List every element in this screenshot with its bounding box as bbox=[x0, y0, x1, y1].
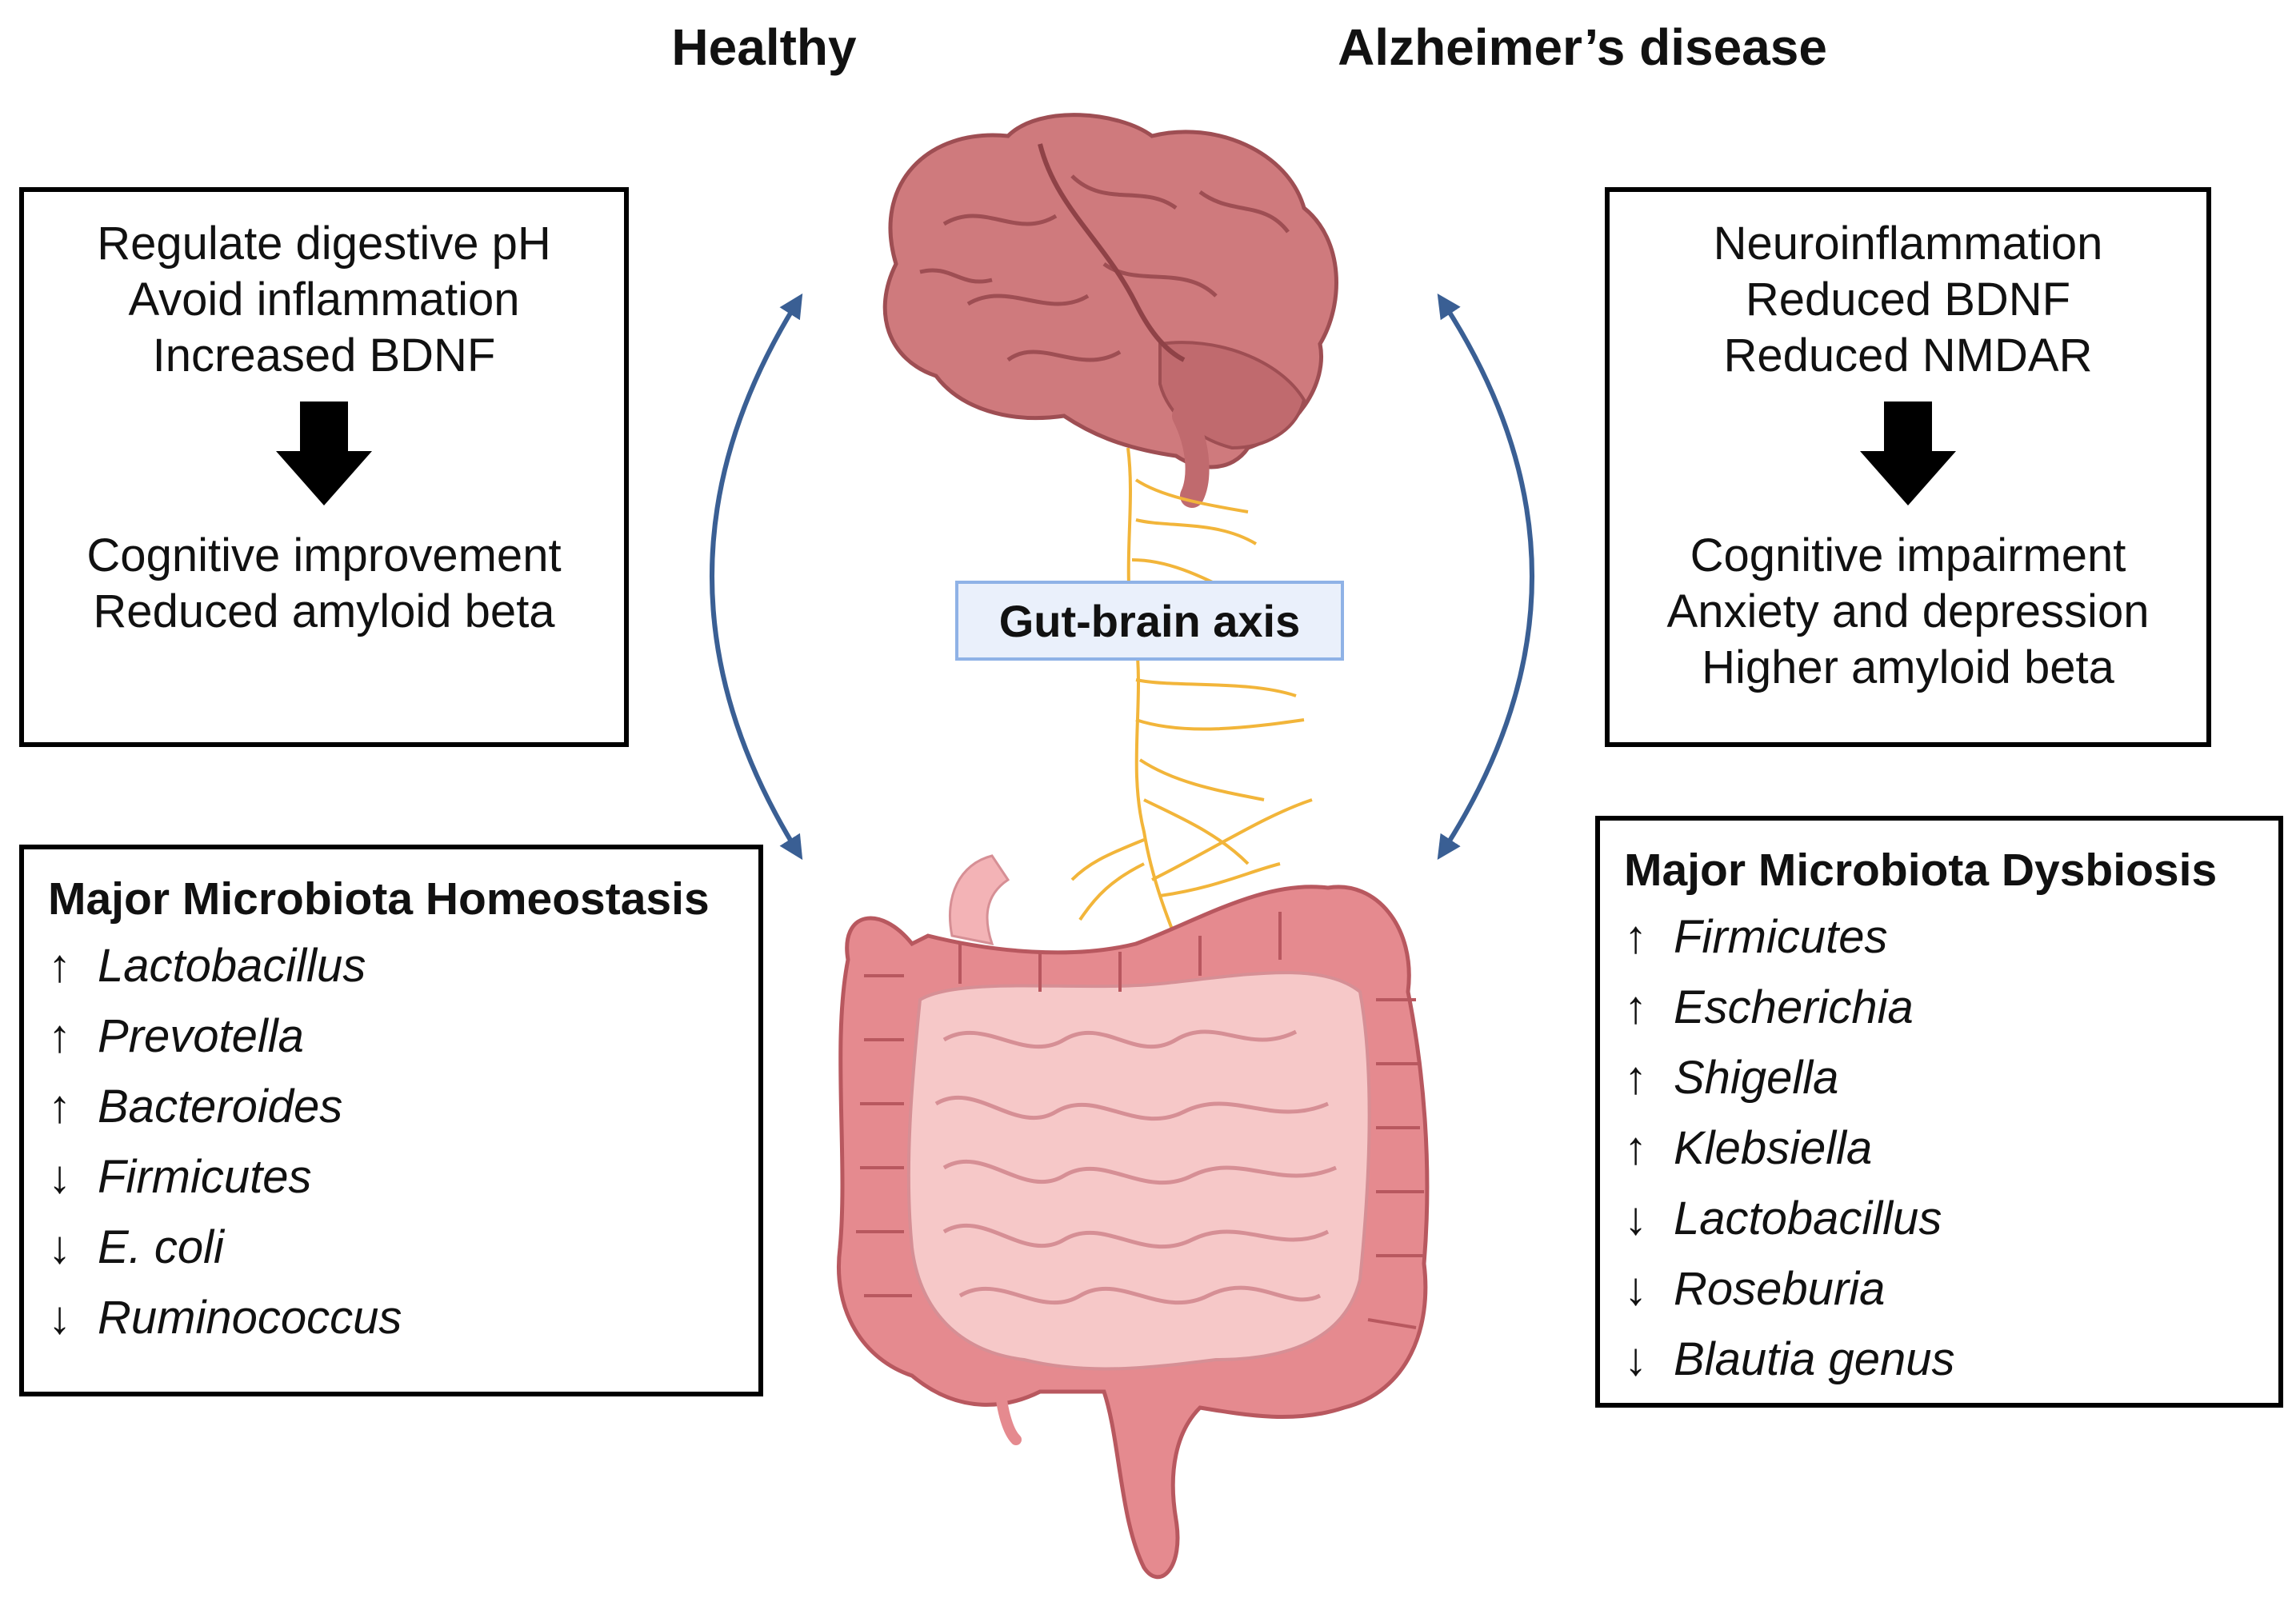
direction-arrow-icon: ↑ bbox=[1624, 981, 1647, 1033]
title-healthy: Healthy bbox=[671, 18, 857, 76]
list-item: ↑ Firmicutes bbox=[1624, 902, 2278, 973]
taxon-name: Prevotella bbox=[98, 1010, 304, 1062]
healthy-microbiota-list: ↑Lactobacillus ↑Prevotella ↑Bacteroides … bbox=[48, 931, 758, 1353]
healthy-cause-2: Avoid inflammation bbox=[128, 274, 520, 326]
list-item: ↑ Prevotella bbox=[48, 1001, 758, 1072]
direction-arrow-icon: ↓ bbox=[48, 1221, 71, 1273]
curved-double-arrow-icon bbox=[710, 293, 803, 861]
down-arrow-icon bbox=[276, 402, 372, 505]
brain-illustration bbox=[882, 113, 1338, 508]
ad-effects-box: Neuroinflammation Reduced BDNF Reduced N… bbox=[1605, 187, 2211, 747]
healthy-cause-1: Regulate digestive pH bbox=[97, 218, 551, 270]
list-item: ↑ Klebsiella bbox=[1624, 1113, 2278, 1184]
taxon-name: Blautia genus bbox=[1674, 1333, 1955, 1385]
ad-cause-3: Reduced NMDAR bbox=[1723, 330, 2093, 382]
ad-causes: Neuroinflammation Reduced BDNF Reduced N… bbox=[1610, 216, 2206, 384]
curved-double-arrow-icon bbox=[1437, 293, 1534, 861]
taxon-name: Escherichia bbox=[1674, 981, 1914, 1033]
healthy-outcomes: Cognitive improvement Reduced amyloid be… bbox=[24, 528, 624, 640]
direction-arrow-icon: ↓ bbox=[48, 1151, 71, 1203]
taxon-name: Bacteroides bbox=[98, 1081, 343, 1133]
ad-outcome-1: Cognitive impairment bbox=[1690, 529, 2126, 581]
gut-brain-axis-label: Gut-brain axis bbox=[955, 581, 1344, 661]
direction-arrow-icon: ↑ bbox=[48, 1010, 71, 1062]
list-item: ↑ Escherichia bbox=[1624, 973, 2278, 1043]
healthy-outcome-2: Reduced amyloid beta bbox=[93, 585, 555, 637]
list-item: ↓ Ruminococcus bbox=[48, 1283, 758, 1353]
direction-arrow-icon: ↑ bbox=[1624, 911, 1647, 963]
title-alzheimers: Alzheimer’s disease bbox=[1338, 18, 1827, 76]
list-item: ↓ Lactobacillus bbox=[1624, 1184, 2278, 1254]
ad-outcomes: Cognitive impairment Anxiety and depress… bbox=[1610, 528, 2206, 696]
direction-arrow-icon: ↓ bbox=[1624, 1193, 1647, 1244]
vagus-nerve-illustration bbox=[1070, 447, 1313, 961]
healthy-microbiota-box: Major Microbiota Homeostasis ↑ Lactobacil… bbox=[19, 845, 763, 1396]
taxon-name: Lactobacillus bbox=[98, 940, 366, 992]
ad-microbiota-list: ↑ Firmicutes ↑ Escherichia ↑ Shigella ↑ Kleb… bbox=[1624, 902, 2278, 1395]
taxon-name: Shigella bbox=[1674, 1052, 1839, 1104]
direction-arrow-icon: ↑ bbox=[1624, 1052, 1647, 1104]
direction-arrow-icon: ↑ bbox=[48, 940, 71, 992]
list-item: ↑ Bacteroides bbox=[48, 1072, 758, 1142]
direction-arrow-icon: ↑ bbox=[48, 1081, 71, 1133]
healthy-effects-box: Regulate digestive pH Avoid inflammation… bbox=[19, 187, 629, 747]
ad-outcome-2: Anxiety and depression bbox=[1666, 585, 2150, 637]
taxon-name: Ruminococcus bbox=[98, 1292, 402, 1344]
ad-outcome-3: Higher amyloid beta bbox=[1702, 641, 2114, 693]
taxon-name: Lactobacillus bbox=[1674, 1193, 1942, 1244]
list-item: ↓ Firmicutes bbox=[48, 1142, 758, 1212]
direction-arrow-icon: ↓ bbox=[1624, 1263, 1647, 1315]
list-item: ↑ Shigella bbox=[1624, 1043, 2278, 1113]
taxon-name: E. coli bbox=[98, 1221, 224, 1273]
direction-arrow-icon: ↓ bbox=[48, 1292, 71, 1344]
healthy-microbiota-title: Major Microbiota Homeostasis bbox=[48, 873, 710, 925]
list-item: ↓ Roseburia bbox=[1624, 1254, 2278, 1324]
healthy-cause-3: Increased BDNF bbox=[152, 330, 496, 382]
ad-cause-2: Reduced BDNF bbox=[1745, 274, 2071, 326]
intestine-illustration bbox=[837, 854, 1430, 1580]
taxon-name: Klebsiella bbox=[1674, 1122, 1873, 1174]
healthy-causes: Regulate digestive pH Avoid inflammation… bbox=[24, 216, 624, 384]
direction-arrow-icon: ↓ bbox=[1624, 1333, 1647, 1385]
taxon-name: Roseburia bbox=[1674, 1263, 1886, 1315]
list-item: ↑ Lactobacillus bbox=[48, 931, 758, 1001]
ad-microbiota-box: Major Microbiota Dysbiosis ↑ Firmicutes ↑… bbox=[1595, 816, 2283, 1408]
list-item: ↓ E. coli bbox=[48, 1212, 758, 1283]
direction-arrow-icon: ↑ bbox=[1624, 1122, 1647, 1174]
ad-cause-1: Neuroinflammation bbox=[1713, 218, 2103, 270]
list-item: ↓ Blautia genus bbox=[1624, 1324, 2278, 1395]
down-arrow-icon bbox=[1860, 402, 1956, 505]
ad-microbiota-title: Major Microbiota Dysbiosis bbox=[1624, 845, 2218, 896]
taxon-name: Firmicutes bbox=[98, 1151, 312, 1203]
taxon-name: Firmicutes bbox=[1674, 911, 1888, 963]
healthy-outcome-1: Cognitive improvement bbox=[86, 529, 562, 581]
